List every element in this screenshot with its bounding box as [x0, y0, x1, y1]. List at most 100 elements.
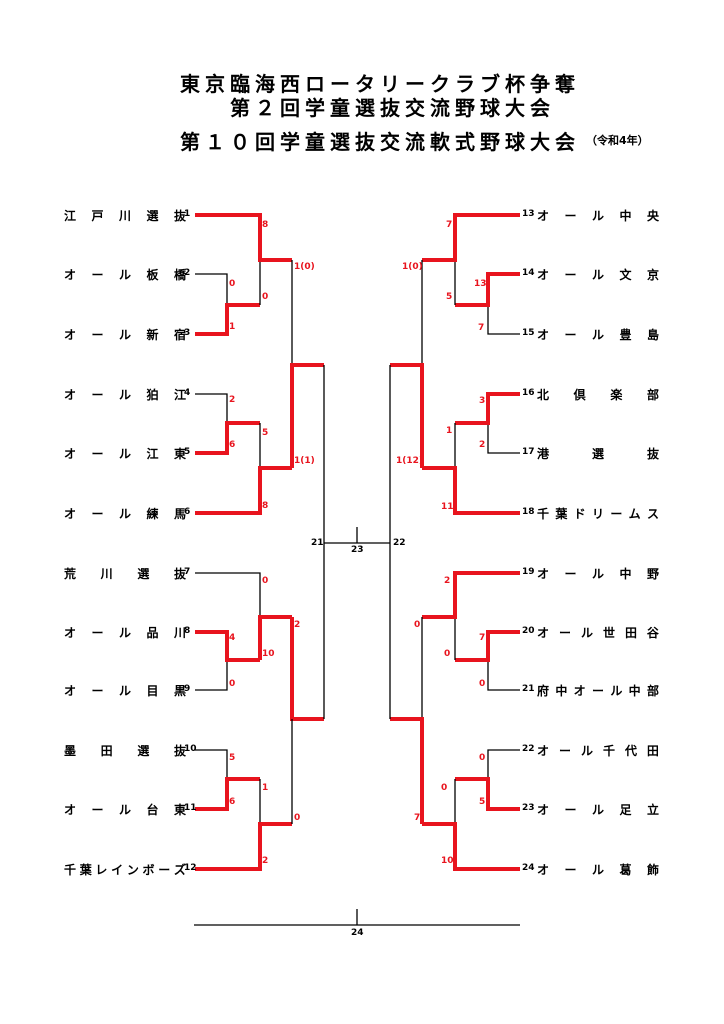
team-name: 千葉レインボーズ — [64, 863, 186, 877]
seed-number: 11 — [184, 803, 197, 813]
bracket-line — [195, 660, 228, 691]
score: 3 — [479, 396, 486, 406]
team-name: オール中央 — [537, 209, 659, 223]
winner-path — [455, 630, 520, 662]
score: 1 — [262, 783, 269, 793]
seed-number: 1 — [184, 209, 191, 219]
team-name: オール台東 — [64, 803, 186, 817]
team-name: オール板橋 — [64, 268, 186, 282]
score: 1 — [229, 322, 236, 332]
score: 0 — [414, 620, 421, 630]
seed-number: 2 — [184, 268, 191, 278]
seed-number: 16 — [522, 388, 535, 398]
winner-path — [390, 363, 424, 468]
score: 6 — [229, 797, 236, 807]
seed-number: 14 — [522, 268, 535, 278]
team-name: オール豊島 — [537, 328, 659, 342]
seed-number: 23 — [522, 803, 535, 813]
team-name: 墨田選抜 — [64, 744, 186, 758]
score: 10 — [262, 649, 275, 659]
bracket-line — [487, 423, 520, 454]
tournament-title-line1: 東京臨海西ロータリークラブ杯争奪 — [180, 72, 580, 96]
team-name: 荒川選抜 — [64, 567, 186, 581]
score: 13 — [474, 279, 487, 289]
winner-path — [195, 466, 292, 515]
team-name: オール練馬 — [64, 507, 186, 521]
match-number: 21 — [311, 538, 324, 548]
tournament-title-line2: 第２回学童選抜交流野球大会 — [230, 96, 555, 120]
team-name: オール新宿 — [64, 328, 186, 342]
score: 5 — [479, 797, 486, 807]
team-name: オール千代田 — [537, 744, 659, 758]
winner-path — [455, 392, 520, 425]
score: 0 — [229, 679, 236, 689]
bracket-line — [195, 572, 261, 617]
seed-number: 10 — [184, 744, 197, 754]
winner-path — [195, 303, 260, 336]
winner-path — [455, 777, 520, 811]
score: 10 — [441, 856, 454, 866]
team-name: 千葉ドリームス — [537, 507, 659, 521]
team-name: オール中野 — [537, 567, 659, 581]
score: 7 — [446, 220, 453, 230]
team-name: オール葛飾 — [537, 863, 659, 877]
score: 0 — [229, 279, 236, 289]
winner-path — [195, 421, 260, 455]
winner-path — [195, 777, 260, 811]
winner-path — [195, 213, 292, 262]
seed-number: 9 — [184, 684, 191, 694]
winner-path — [290, 617, 324, 721]
team-name: 北倶楽部 — [537, 388, 659, 402]
winner-path — [455, 272, 520, 307]
seed-number: 6 — [184, 507, 191, 517]
seed-number: 5 — [184, 447, 191, 457]
team-name: オール狛江 — [64, 388, 186, 402]
winner-path — [422, 213, 520, 262]
bracket-line — [487, 305, 520, 335]
score: 0 — [444, 649, 451, 659]
score: 4 — [229, 633, 236, 643]
match-number: 24 — [351, 928, 364, 938]
winner-path — [422, 822, 520, 871]
match-number: 23 — [351, 545, 364, 555]
score: 2 — [262, 856, 269, 866]
score: 0 — [479, 679, 486, 689]
score: 5 — [229, 753, 236, 763]
winner-path — [422, 466, 520, 515]
score: 0 — [441, 783, 448, 793]
score: 2 — [444, 576, 451, 586]
bracket-line — [195, 393, 228, 423]
score: 8 — [262, 220, 269, 230]
team-name: オール目黒 — [64, 684, 186, 698]
seed-number: 12 — [184, 863, 197, 873]
bracket-line — [487, 749, 520, 779]
score: 2 — [229, 395, 236, 405]
score: 7 — [478, 323, 485, 333]
seed-number: 4 — [184, 388, 191, 398]
seed-number: 8 — [184, 626, 191, 636]
seed-number: 19 — [522, 567, 535, 577]
score: 0 — [479, 753, 486, 763]
winner-path — [195, 630, 260, 662]
tournament-title-line3: 第１０回学童選抜交流軟式野球大会 — [180, 130, 580, 154]
score: 1(0) — [294, 262, 315, 272]
match-number: 22 — [393, 538, 406, 548]
seed-number: 18 — [522, 507, 535, 517]
bracket-line — [487, 660, 520, 691]
score: 1 — [446, 426, 453, 436]
seed-number: 24 — [522, 863, 535, 873]
score: 5 — [446, 292, 453, 302]
seed-number: 15 — [522, 328, 535, 338]
team-name: 港選抜 — [537, 447, 659, 461]
winner-path — [390, 717, 424, 824]
seed-number: 20 — [522, 626, 535, 636]
score: 1(1) — [294, 456, 315, 466]
score: 1(0) — [402, 262, 423, 272]
seed-number: 21 — [522, 684, 535, 694]
winner-path — [258, 615, 292, 660]
score: 0 — [294, 813, 301, 823]
seed-number: 13 — [522, 209, 535, 219]
era-label: （令和4年） — [586, 134, 649, 147]
team-name: オール品川 — [64, 626, 186, 640]
